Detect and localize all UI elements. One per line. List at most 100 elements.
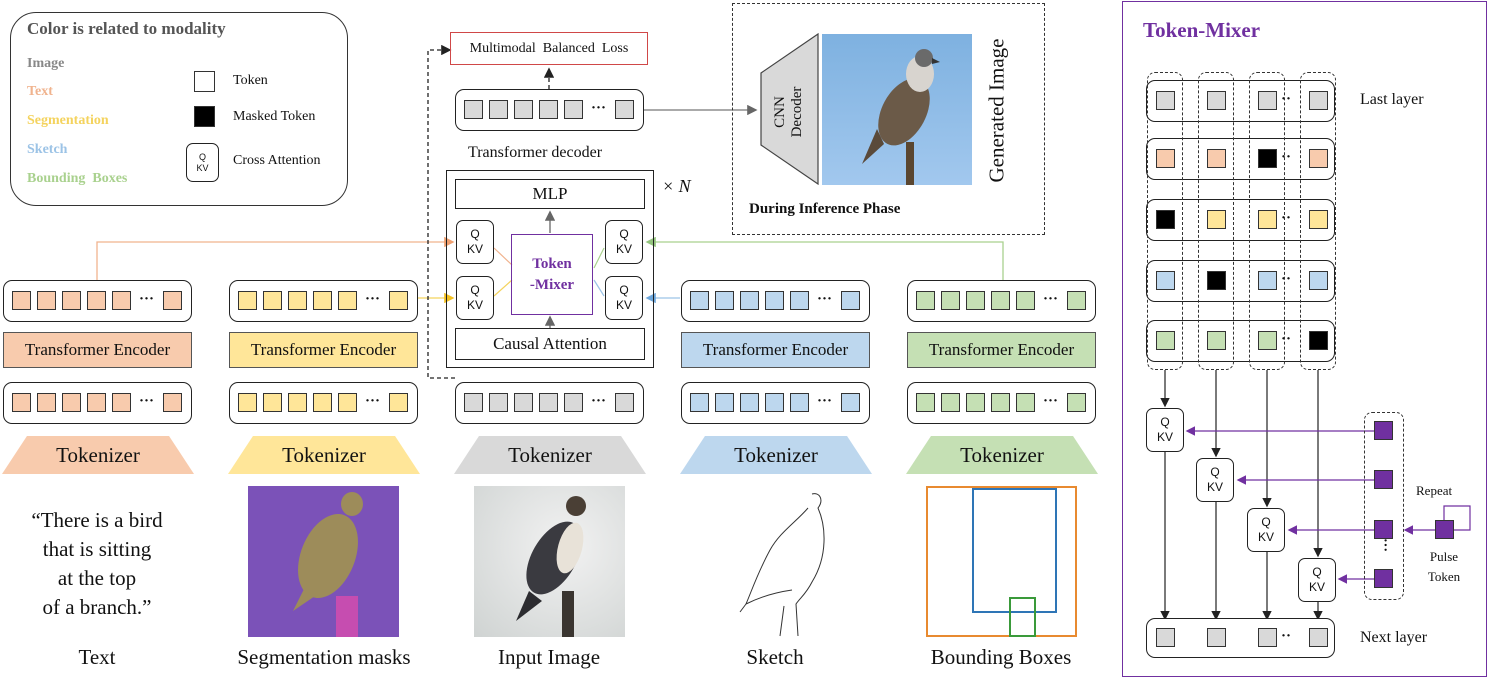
bbox-encoded-tokens-ellipsis: ··· [1043,291,1059,307]
next-layer-label: Next layer [1360,629,1428,646]
last-layer-label: Last layer [1360,91,1424,108]
mixer-token [1156,210,1175,229]
text-encoded-tokens-ellipsis: ··· [139,291,155,307]
mixer-token [1309,210,1328,229]
generated-image-label: Generated Image [984,38,1009,183]
mixer-token [1258,91,1277,110]
segmentation-mask-image [248,486,399,637]
bbox-input-tokens-token [941,393,960,412]
sketch-encoded-tokens-token [715,291,734,310]
bbox-encoded-tokens-token [1067,291,1086,310]
causal-attention-label: Causal Attention [493,334,607,353]
image-input-tokens-token [489,393,508,412]
bbox-tokenizer: Tokenizer [906,436,1098,474]
decoder-title: Transformer decoder [468,144,603,161]
seg-mask-shape [293,492,363,637]
seg-transformer-encoder: Transformer Encoder [229,332,418,368]
text-input-tokens-token [62,393,81,412]
mixer-token [1207,91,1226,110]
seg-input-tokens-token [288,393,307,412]
mixer-token [1207,149,1226,168]
bbox-branch [1009,597,1036,637]
input-bird [516,496,586,637]
bbox-input-tokens-ellipsis: ··· [1043,393,1059,409]
q-label: Q [470,227,480,241]
seg-input-tokens-ellipsis: ··· [365,393,381,409]
sketch-input-tokens-ellipsis: ··· [817,393,833,409]
decoder-output-token [514,100,533,119]
pulse-token-label: Pulse Token [1427,549,1461,584]
mixer-column-group [1198,72,1234,370]
mixer-token [1258,210,1277,229]
bbox-encoded-tokens-token [966,291,985,310]
mixer-token [1258,149,1277,168]
bbox-input-tokens-token [966,393,985,412]
sketch-tokenizer: Tokenizer [680,436,872,474]
mixer-token [1309,271,1328,290]
legend-q: Q [198,151,206,162]
text-encoded-tokens-token [62,291,81,310]
sketch-encoded-tokens-ellipsis: ··· [817,291,833,307]
seg-tokenizer: Tokenizer [228,436,420,474]
image-input-tokens-token [539,393,558,412]
mixer-token [1156,271,1175,290]
decoder-output-token [564,100,583,119]
token-mixer-panel [1122,1,1487,677]
pulse-token [1374,470,1393,489]
legend-box: Color is related to modality Image Text … [10,12,348,206]
mixer-ellipsis: ·· [1281,271,1292,287]
kv-label: KV [466,242,483,256]
loss-label: Multimodal Balanced Loss [469,40,629,56]
mixer-ellipsis: ·· [1281,91,1292,107]
mixer-column-group [1249,72,1285,370]
inference-caption: During Inference Phase [749,201,901,217]
bbox-input-tokens-token [991,393,1010,412]
legend-sketch: Sketch [27,142,68,157]
q-label: Q [619,227,629,241]
mixer-token [1258,331,1277,350]
repeat-label: Repeat [1416,483,1453,498]
mixer-token [1207,331,1226,350]
legend-title: Color is related to modality [27,19,226,38]
seg-input-tokens-token [238,393,257,412]
kv-label: KV [1206,480,1223,494]
caption-input-image: Input Image [497,645,601,669]
mixer-token [1207,271,1226,290]
legend-segmentation: Segmentation [27,113,109,128]
text-input-tokens-token [112,393,131,412]
sketch-input-tokens-token [740,393,759,412]
seg-encoded-tokens-token [313,291,332,310]
pulse-token-group [1364,412,1404,600]
q-label: Q [1261,515,1271,529]
legend-token-label: Token [233,73,268,88]
caption-bbox: Bounding Boxes [930,645,1072,669]
mixer-layer-row [1146,260,1335,302]
sketch-bird [739,493,825,637]
text-input-quote: “There is a bird that is sitting at the … [31,508,163,619]
mixer-token [1207,210,1226,229]
mixer-column-group [1147,72,1183,370]
caption-sketch: Sketch [746,645,804,669]
image-input-tokens-box [455,382,644,424]
decoder-output-ellipsis: ··· [591,100,607,116]
q-label: Q [470,283,480,297]
caption-segmentation: Segmentation masks [237,645,411,669]
kv-label: KV [1308,580,1325,594]
pulse-token-source [1435,520,1454,539]
text-encoded-tokens-token [163,291,182,310]
mixer-token [1309,149,1328,168]
mixer-token [1258,271,1277,290]
q-label: Q [1210,465,1220,479]
sketch-encoded-tokens-token [841,291,860,310]
pulse-ellipsis: ··· [1377,538,1392,553]
next-layer-ellipsis: ·· [1281,628,1292,644]
kv-label: KV [1156,430,1173,444]
bbox-encoded-tokens-token [941,291,960,310]
text-encoded-tokens-token [12,291,31,310]
decoder-output-token [539,100,558,119]
mixer-token [1156,91,1175,110]
